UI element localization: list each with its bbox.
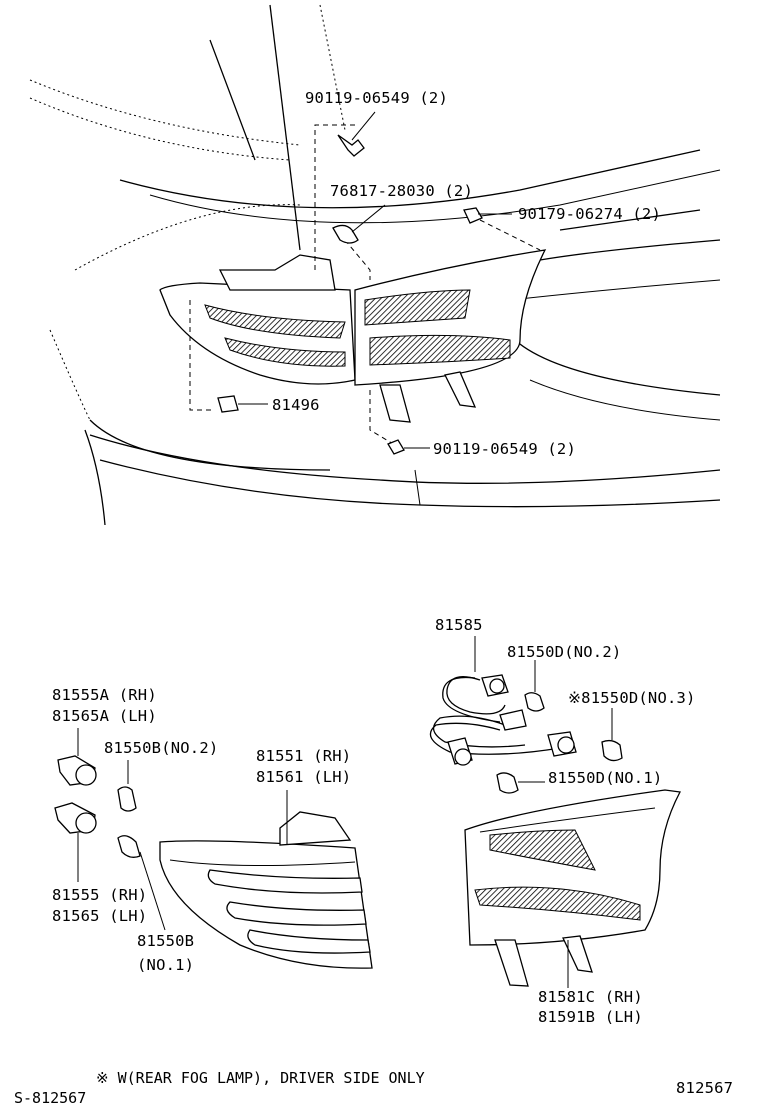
- bulb-81550d-no1: [496, 772, 545, 794]
- label-81550d-no1: 81550D(NO.1): [548, 769, 662, 787]
- bolt-lower: [387, 439, 430, 455]
- label-81496: 81496: [272, 396, 320, 414]
- combination-lamp-installed: [314, 124, 547, 446]
- reference-right: 812567: [676, 1079, 733, 1097]
- bolt-upper: [337, 111, 376, 157]
- socket-81555: [54, 802, 97, 882]
- label-81581c-rh: 81581C (RH): [538, 988, 643, 1006]
- label-81591b-lh: 81591B (LH): [538, 1008, 643, 1026]
- label-81555-rh: 81555 (RH): [52, 886, 147, 904]
- label-90119-top: 90119-06549 (2): [305, 89, 448, 107]
- label-90179: 90179-06274 (2): [518, 205, 661, 223]
- bulb-81550d-no3: [601, 708, 623, 762]
- label-81565a-lh: 81565A (LH): [52, 707, 157, 725]
- tail-lamp-body-installed: [159, 254, 356, 411]
- wire-harness-81585: [429, 636, 577, 766]
- label-81561-lh: 81561 (LH): [256, 768, 351, 786]
- label-90119-bottom: 90119-06549 (2): [433, 440, 576, 458]
- label-81585: 81585: [435, 616, 483, 634]
- label-76817: 76817-28030 (2): [330, 182, 473, 200]
- label-81551-rh: 81551 (RH): [256, 747, 351, 765]
- combination-lamp-81581c: [464, 789, 682, 988]
- label-81550b-no2: 81550B(NO.2): [104, 739, 218, 757]
- label-81555a-rh: 81555A (RH): [52, 686, 157, 704]
- label-81550d-no3: ※81550D(NO.3): [568, 689, 696, 707]
- label-81565-lh: 81565 (LH): [52, 907, 147, 925]
- socket-81555a: [57, 728, 97, 786]
- grommet-81496: [217, 395, 268, 413]
- bulb-81550b-no2: [117, 760, 137, 812]
- nut-90179: [463, 207, 512, 224]
- label-81550b: 81550B: [137, 932, 194, 950]
- label-81550b-no1: (NO.1): [137, 956, 194, 974]
- reference-left: S-812567: [14, 1089, 86, 1107]
- clip-76817: [332, 204, 386, 244]
- bulb-81550d-no2: [524, 660, 545, 712]
- vehicle-body-outline: [29, 4, 721, 526]
- footnote: ※ W(REAR FOG LAMP), DRIVER SIDE ONLY: [96, 1069, 425, 1087]
- label-81550d-no2: 81550D(NO.2): [507, 643, 621, 661]
- tail-lamp-81551: [159, 790, 373, 969]
- bulb-81550b-no1: [117, 835, 166, 931]
